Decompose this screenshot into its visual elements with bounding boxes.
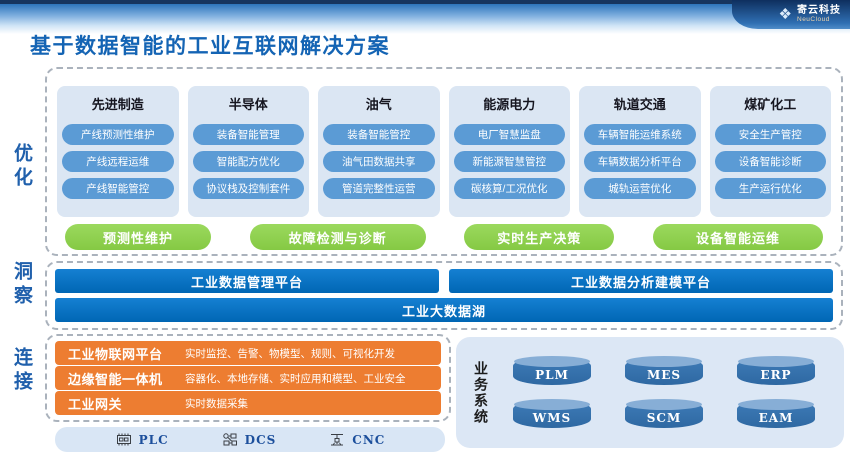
capability-fault-detection: 故障检测与诊断 (249, 224, 426, 250)
industry-name: 煤矿化工 (744, 97, 797, 112)
diamond-logo-icon: ❖ (778, 6, 792, 23)
solution-pill: 碳核算/工况优化 (453, 178, 565, 199)
capability-row: 预测性维护 故障检测与诊断 实时生产决策 设备智能运维 (57, 224, 831, 250)
cnc-machine-icon (328, 432, 346, 447)
device-label: PLC (138, 432, 169, 447)
solution-pill: 生产运行优化 (714, 178, 826, 199)
industry-name: 油气 (365, 97, 392, 112)
data-management-platform-bar: 工业数据管理平台 (55, 269, 439, 293)
solution-pill: 车辆智能运维系统 (584, 124, 696, 145)
industry-card-rail-transit: 轨道交通 车辆智能运维系统 车辆数据分析平台 城轨运营优化 (579, 86, 701, 217)
solution-pill: 协议栈及控制套件 (192, 178, 304, 199)
capability-predictive-maintenance: 预测性维护 (65, 224, 211, 250)
capability-smart-operation: 设备智能运维 (652, 224, 823, 250)
database-cylinder-eam: EAM (737, 399, 815, 428)
logo-brand: 寄云科技 (797, 5, 841, 17)
data-lake-bar: 工业大数据湖 (55, 298, 833, 322)
solution-pill: 产线智能管控 (62, 178, 174, 199)
device-label: DCS (244, 432, 277, 447)
solution-pill: 城轨运营优化 (584, 178, 696, 199)
edge-layer-name: 边缘智能一体机 (68, 371, 163, 387)
connect-section: 工业物联网平台 实时监控、告警、物模型、规则、可视化开发 边缘智能一体机 容器化… (45, 334, 451, 422)
header-gradient-band (0, 4, 850, 34)
edge-layer-name: 工业物联网平台 (68, 346, 163, 362)
database-cylinder-plm: PLM (513, 356, 591, 385)
cylinder-label: MES (646, 367, 682, 382)
header-top-stripe (0, 0, 850, 4)
page-title: 基于数据智能的工业互联网解决方案 (30, 33, 390, 58)
device-label: CNC (352, 432, 386, 447)
database-cylinder-erp: ERP (737, 356, 815, 385)
database-cylinder-mes: MES (625, 356, 703, 385)
database-cylinder-wms: WMS (513, 399, 591, 428)
capability-realtime-decision: 实时生产决策 (464, 224, 615, 250)
edge-ai-box-row: 边缘智能一体机 容器化、本地存储、实时应用和模型、工业安全 (55, 366, 441, 390)
industrial-gateway-row: 工业网关 实时数据采集 (55, 391, 441, 415)
solution-pill: 电厂智慧监盘 (453, 124, 565, 145)
cylinder-label: SCM (646, 410, 682, 425)
cylinder-label: PLM (535, 367, 569, 382)
industry-name: 轨道交通 (613, 97, 666, 112)
device-plc: PLC (115, 432, 169, 447)
industry-card-energy-power: 能源电力 电厂智慧监盘 新能源智慧管控 碳核算/工况优化 (448, 86, 570, 217)
cylinder-label: WMS (532, 410, 572, 425)
solution-pill: 油气田数据共享 (323, 151, 435, 172)
dcs-system-icon (221, 432, 239, 447)
industry-card-coal-chemical: 煤矿化工 安全生产管控 设备智能诊断 生产运行优化 (709, 86, 831, 217)
cylinder-label: EAM (758, 410, 794, 425)
solution-pill: 新能源智慧管控 (453, 151, 565, 172)
insight-section: 工业数据管理平台 工业数据分析建模平台 工业大数据湖 (45, 261, 843, 330)
solution-pill: 管道完整性运营 (323, 178, 435, 199)
edge-layer-desc: 实时数据采集 (185, 397, 248, 410)
solution-pill: 安全生产管控 (714, 124, 826, 145)
optimize-section: 先进制造 产线预测性维护 产线远程运维 产线智能管控 半导体 装备智能管理 智能… (45, 67, 843, 256)
device-strip: PLC DCS CNC (55, 427, 445, 452)
edge-layer-desc: 实时监控、告警、物模型、规则、可视化开发 (185, 347, 395, 360)
business-systems-panel: 业务系统 PLM MES ERP WMS SCM EAM (456, 337, 844, 448)
solution-pill: 设备智能诊断 (714, 151, 826, 172)
platform-row: 工业数据管理平台 工业数据分析建模平台 (55, 269, 833, 293)
business-systems-label: 业务系统 (472, 360, 488, 425)
industry-name: 半导体 (228, 97, 268, 112)
iot-platform-row: 工业物联网平台 实时监控、告警、物模型、规则、可视化开发 (55, 341, 441, 365)
device-dcs: DCS (221, 432, 277, 447)
solution-pill: 产线远程运维 (62, 151, 174, 172)
solution-pill: 车辆数据分析平台 (584, 151, 696, 172)
solution-pill: 智能配方优化 (192, 151, 304, 172)
logo-block: ❖ 寄云科技 NeuCloud (732, 0, 850, 29)
industry-name: 能源电力 (483, 97, 536, 112)
logo-subtitle: NeuCloud (797, 16, 830, 24)
industry-name: 先进制造 (91, 97, 144, 112)
plc-chip-icon (115, 432, 133, 447)
industry-card-oil-gas: 油气 装备智能管控 油气田数据共享 管道完整性运营 (318, 86, 440, 217)
edge-layer-desc: 容器化、本地存储、实时应用和模型、工业安全 (185, 372, 406, 385)
rail-label-optimize: 优化 (11, 143, 33, 191)
data-analysis-platform-bar: 工业数据分析建模平台 (449, 269, 833, 293)
rail-label-connect: 连接 (11, 347, 33, 395)
solution-pill: 产线预测性维护 (62, 124, 174, 145)
device-cnc: CNC (328, 432, 385, 447)
database-cylinder-scm: SCM (625, 399, 703, 428)
edge-layer-name: 工业网关 (68, 396, 123, 412)
rail-label-insight: 洞察 (11, 261, 33, 309)
solution-pill: 装备智能管控 (323, 124, 435, 145)
industry-card-advanced-manufacturing: 先进制造 产线预测性维护 产线远程运维 产线智能管控 (57, 86, 179, 217)
industry-card-semiconductor: 半导体 装备智能管理 智能配方优化 协议栈及控制套件 (187, 86, 309, 217)
industry-grid: 先进制造 产线预测性维护 产线远程运维 产线智能管控 半导体 装备智能管理 智能… (57, 86, 831, 217)
cylinder-label: ERP (760, 367, 792, 382)
system-cylinder-grid: PLM MES ERP WMS SCM EAM (496, 356, 832, 428)
solution-pill: 装备智能管理 (192, 124, 304, 145)
